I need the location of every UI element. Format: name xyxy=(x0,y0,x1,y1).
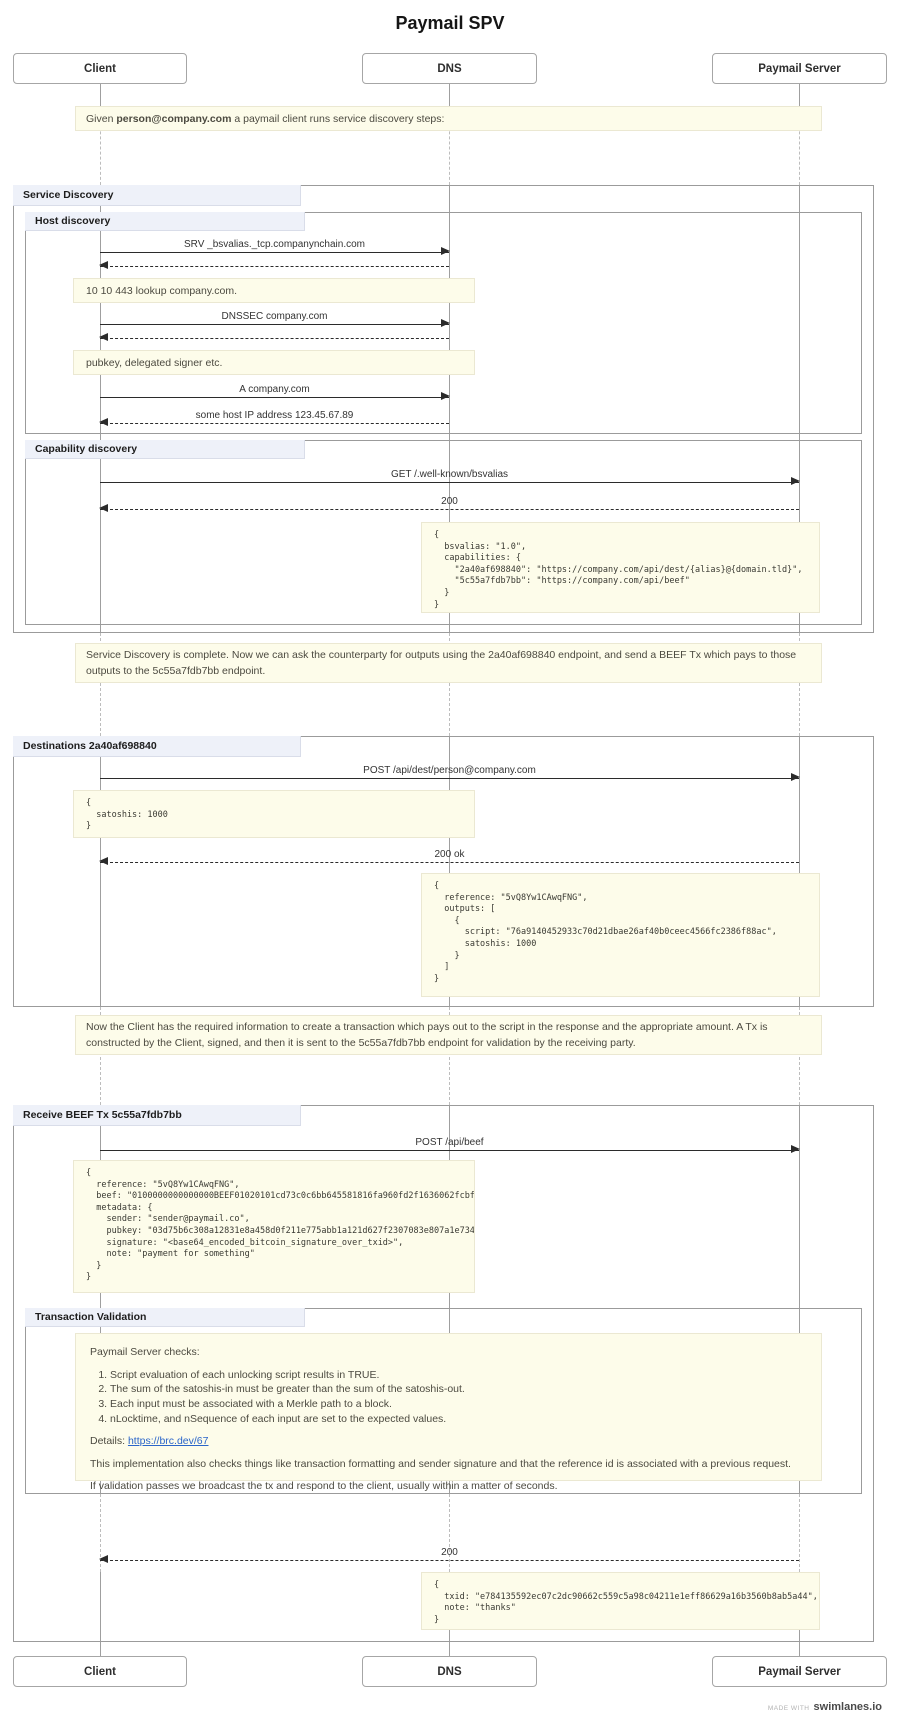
actor-dns-top: DNS xyxy=(362,53,537,84)
note-validation-details: Paymail Server checks: Script evaluation… xyxy=(75,1333,822,1492)
actor-client-bottom: Client xyxy=(13,1656,187,1687)
note-tx-construct: Now the Client has the required informat… xyxy=(75,1015,822,1055)
arrow-get-bsvalias-response xyxy=(99,504,799,512)
lifeline-client-segment xyxy=(100,1007,101,1105)
note-outputs-response-json: { reference: "5vQ8Yw1CAwqFNG", outputs: … xyxy=(421,873,820,997)
actor-dns-bottom: DNS xyxy=(362,1656,537,1687)
arrow-a-record-request xyxy=(100,392,450,400)
actor-client-top: Client xyxy=(13,53,187,84)
note-sd-complete: Service Discovery is complete. Now we ca… xyxy=(75,643,822,683)
note-satoshis-request-json: { satoshis: 1000 } xyxy=(73,790,475,838)
lifeline-dns-segment xyxy=(449,185,450,633)
lifeline-client-segment xyxy=(100,1105,101,1494)
arrow-srv-request xyxy=(100,247,450,255)
brc-dev-link[interactable]: https://brc.dev/67 xyxy=(127,1435,209,1448)
section-destinations: Destinations 2a40af698840 xyxy=(13,736,874,1007)
section-receive-beef-title: Receive BEEF Tx 5c55a7fdb7bb xyxy=(13,1105,301,1126)
lifeline-client-segment xyxy=(100,633,101,736)
section-destinations-title: Destinations 2a40af698840 xyxy=(13,736,301,757)
message-label-200: 200 xyxy=(441,496,458,507)
message-label-srv: SRV _bsvalias._tcp.companynchain.com xyxy=(183,239,366,250)
arrow-srv-response xyxy=(99,261,449,269)
arrow-post-beef-response xyxy=(99,1555,799,1563)
section-receive-beef: Receive BEEF Tx 5c55a7fdb7bb xyxy=(13,1105,874,1642)
lifeline-server-segment xyxy=(799,84,800,106)
validation-check-item: Each input must be associated with a Mer… xyxy=(110,1398,807,1412)
lifeline-client-segment xyxy=(100,1572,101,1656)
lifeline-client-segment xyxy=(100,106,101,185)
lifeline-server-segment xyxy=(799,736,800,1007)
arrow-dnssec-request xyxy=(100,319,450,327)
swimlanes-logo[interactable]: swimlanes.io xyxy=(813,1701,882,1713)
lifeline-server-segment xyxy=(799,185,800,633)
arrow-post-dest-request xyxy=(100,773,800,781)
lifeline-dns-segment xyxy=(449,633,450,736)
section-tx-validation: Transaction Validation xyxy=(25,1308,862,1494)
section-capability-discovery-title: Capability discovery xyxy=(25,440,305,459)
lifeline-dns-segment xyxy=(449,106,450,185)
lifeline-client-segment xyxy=(100,1494,101,1572)
validation-details-line: Details: https://brc.dev/67 xyxy=(90,1435,807,1449)
lifeline-server-segment xyxy=(799,633,800,736)
message-label-post-dest: POST /api/dest/person@company.com xyxy=(363,765,536,776)
validation-checklist: Script evaluation of each unlocking scri… xyxy=(90,1369,807,1427)
message-label-post-beef: POST /api/beef xyxy=(415,1137,484,1148)
arrow-dnssec-response xyxy=(99,333,449,341)
message-label-get-bsvalias: GET /.well-known/bsvalias xyxy=(390,469,509,480)
note-beef-request-json: { reference: "5vQ8Yw1CAwqFNG", beef: "01… xyxy=(73,1160,475,1293)
lifeline-server-segment xyxy=(799,106,800,185)
note-intro: Given person@company.com a paymail clien… xyxy=(75,106,822,131)
arrow-get-bsvalias-request xyxy=(100,477,800,485)
lifeline-client-segment xyxy=(100,84,101,106)
section-tx-validation-title: Transaction Validation xyxy=(25,1308,305,1327)
lifeline-client-segment xyxy=(100,185,101,633)
note-srv-lookup-result: 10 10 443 lookup company.com. xyxy=(73,278,475,303)
note-txid-response-json: { txid: "e784135592ec07c2dc90662c559c5a9… xyxy=(421,1572,820,1630)
section-service-discovery-title: Service Discovery xyxy=(13,185,301,206)
section-capability-discovery: Capability discovery xyxy=(25,440,862,625)
validation-check-item: The sum of the satoshis-in must be great… xyxy=(110,1383,807,1397)
validation-check-item: Script evaluation of each unlocking scri… xyxy=(110,1369,807,1383)
note-intro-email: person@company.com xyxy=(116,113,232,125)
note-intro-prefix: Given xyxy=(86,113,117,125)
lifeline-dns-segment xyxy=(449,736,450,1007)
lifeline-client-segment xyxy=(100,736,101,1007)
lifeline-dns-segment xyxy=(449,84,450,106)
lifeline-dns-segment xyxy=(449,1105,450,1494)
actor-server-bottom: Paymail Server xyxy=(712,1656,887,1687)
arrow-post-beef-request xyxy=(100,1145,800,1153)
lifeline-dns-segment xyxy=(449,1007,450,1105)
message-label-a-record: A company.com xyxy=(239,384,310,395)
note-pubkey-result: pubkey, delegated signer etc. xyxy=(73,350,475,375)
section-service-discovery: Service Discovery xyxy=(13,185,874,633)
validation-intro: Paymail Server checks: xyxy=(90,1346,200,1358)
message-label-host-ip: some host IP address 123.45.67.89 xyxy=(195,410,354,421)
footer-made-with-label: MADE WITH xyxy=(767,1705,810,1712)
validation-pass-text: If validation passes we broadcast the tx… xyxy=(90,1480,558,1493)
lifeline-server-segment xyxy=(799,1105,800,1494)
section-host-discovery: Host discovery xyxy=(25,212,862,434)
footer: MADE WITH swimlanes.io xyxy=(768,1701,882,1713)
section-host-discovery-title: Host discovery xyxy=(25,212,305,231)
arrow-a-record-response xyxy=(99,418,449,426)
message-label-200-ok: 200 ok xyxy=(434,849,465,860)
message-label-200-final: 200 xyxy=(441,1547,458,1558)
validation-details-label: Details: xyxy=(90,1435,128,1448)
lifeline-server-segment xyxy=(799,1007,800,1105)
note-intro-suffix: a paymail client runs service discovery … xyxy=(231,113,445,125)
note-capabilities-json: { bsvalias: "1.0", capabilities: { "2a40… xyxy=(421,522,820,613)
lifeline-server-segment xyxy=(799,1494,800,1572)
arrow-post-dest-response xyxy=(99,857,799,865)
page-title: Paymail SPV xyxy=(395,13,505,33)
actor-server-top: Paymail Server xyxy=(712,53,887,84)
validation-check-item: nLocktime, and nSequence of each input a… xyxy=(110,1413,807,1427)
lifeline-dns-segment xyxy=(449,1494,450,1572)
validation-impl-text: This implementation also checks things l… xyxy=(90,1457,791,1470)
message-label-dnssec: DNSSEC company.com xyxy=(221,311,328,322)
